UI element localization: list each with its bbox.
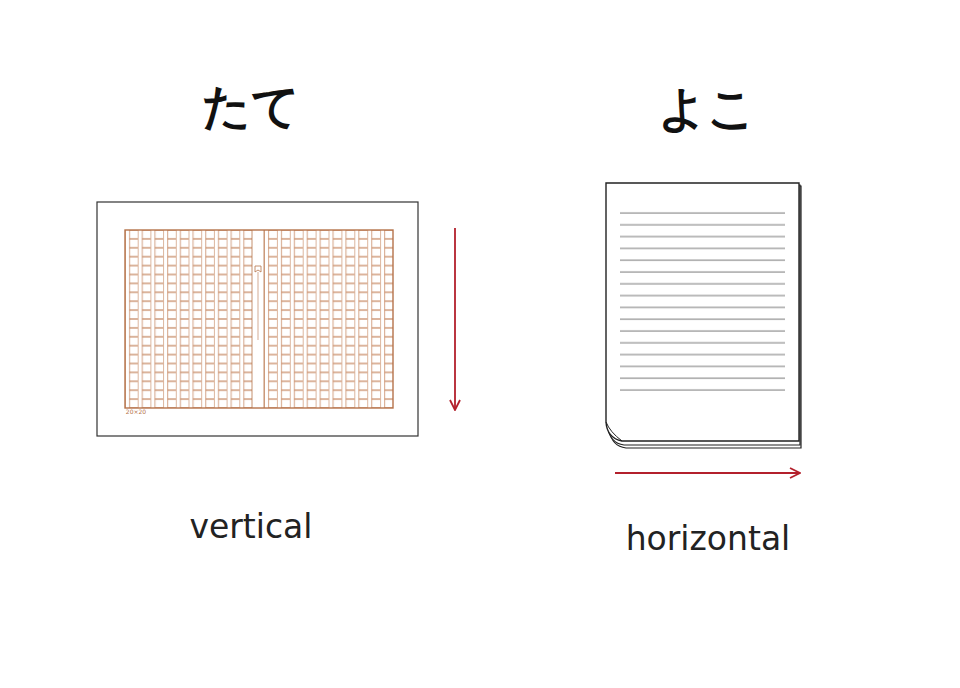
- paper-size: 20×20: [126, 409, 146, 415]
- heading: たて: [202, 82, 300, 130]
- direction-arrow: [615, 472, 800, 474]
- caption-word: horizontal: [626, 522, 791, 555]
- ruled-paper: [606, 183, 801, 448]
- direction-arrow: [454, 228, 456, 410]
- genko-paper: [97, 202, 418, 436]
- caption-word: vertical: [189, 510, 312, 543]
- heading: よこ: [658, 84, 756, 132]
